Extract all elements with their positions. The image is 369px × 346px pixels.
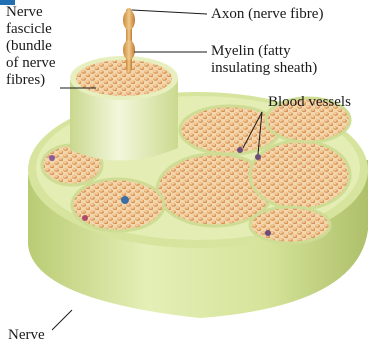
nerve-leader: [52, 310, 72, 330]
axon-label: Axon (nerve fibre): [211, 6, 323, 23]
nerve-label: Nerve: [8, 327, 45, 344]
extracted-fascicle: [70, 56, 178, 161]
myelin-label: Myelin (fatty insulating sheath): [211, 43, 317, 77]
blood-vessels-label: Blood vessels: [268, 94, 351, 111]
axon-leader: [132, 10, 207, 14]
fascicle-label: Nerve fascicle (bundle of nerve fibres): [6, 4, 56, 89]
